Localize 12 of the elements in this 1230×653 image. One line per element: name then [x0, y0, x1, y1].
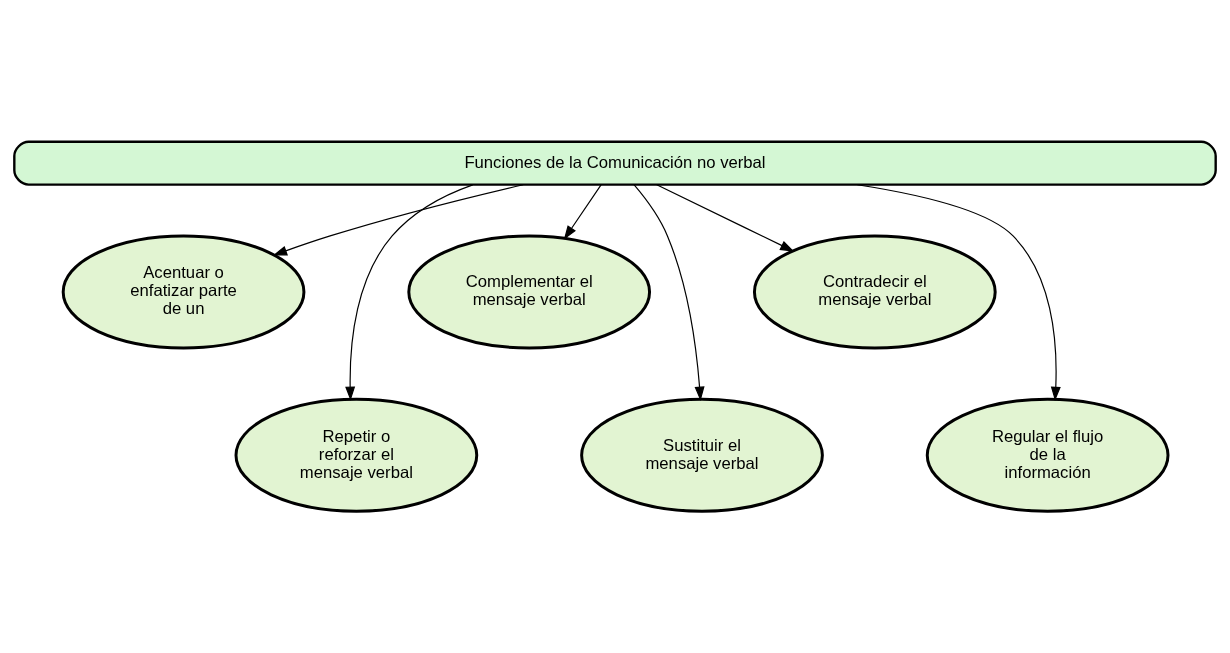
node-ellipse: Regular el flujo de la información — [925, 397, 1170, 513]
node-ellipse: Repetir o reforzar el mensaje verbal — [234, 397, 479, 513]
arrow — [345, 184, 474, 401]
node-box: Funciones de la Comunicación no verbal — [13, 140, 1217, 186]
node-ellipse: Contradecir el mensaje verbal — [752, 234, 997, 350]
node-ellipse: Complementar el mensaje verbal — [407, 234, 652, 350]
node-ellipse: Sustituir el mensaje verbal — [580, 397, 824, 513]
arrow — [633, 184, 705, 401]
arrow — [563, 184, 602, 240]
arrow — [656, 184, 795, 252]
node-ellipse: Acentuar o enfatizar parte de un — [61, 234, 306, 350]
arrow — [272, 184, 524, 256]
